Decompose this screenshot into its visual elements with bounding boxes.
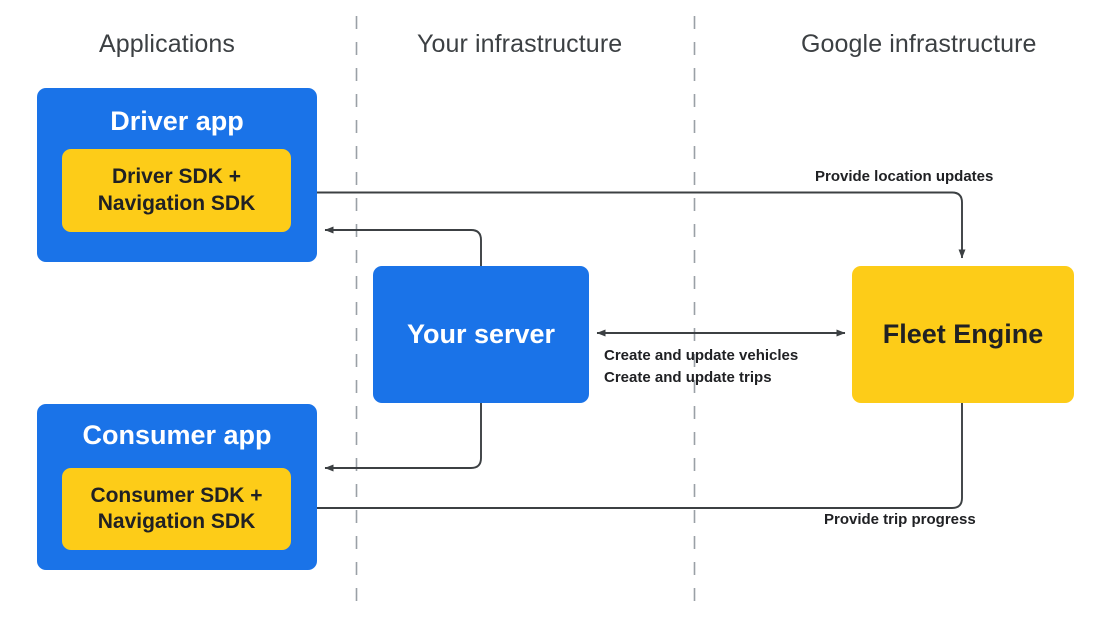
consumer-app-title: Consumer app <box>82 420 272 450</box>
fleet-engine-label: Fleet Engine <box>882 319 1044 349</box>
connector-label-create-update: Create and update vehicles Create and up… <box>604 347 799 386</box>
consumer-sdk-label: Consumer SDK + Navigation SDK <box>90 483 263 533</box>
column-header-your-infrastructure: Your infrastructure <box>417 30 623 58</box>
connector-label-location-updates: Provide location updates <box>815 168 994 185</box>
your-server-label: Your server <box>406 319 556 349</box>
column-header-applications: Applications <box>99 30 236 58</box>
node-driver-sdk[interactable]: Driver SDK + Navigation SDK <box>62 149 291 232</box>
connector-server-to-driver <box>324 226 482 266</box>
connector-server-to-consumer <box>324 403 482 472</box>
node-your-server[interactable]: Your server <box>373 266 589 403</box>
node-fleet-engine[interactable]: Fleet Engine <box>852 266 1074 403</box>
driver-sdk-label: Driver SDK + Navigation SDK <box>97 165 256 215</box>
node-consumer-app[interactable]: Consumer app Consumer SDK + Navigation S… <box>37 404 317 570</box>
node-consumer-sdk[interactable]: Consumer SDK + Navigation SDK <box>62 468 291 550</box>
connector-location-updates <box>295 191 966 259</box>
connector-trip-progress <box>302 403 963 512</box>
driver-app-title: Driver app <box>110 106 244 136</box>
node-driver-app[interactable]: Driver app Driver SDK + Navigation SDK <box>37 88 317 262</box>
connector-label-trip-progress: Provide trip progress <box>824 511 976 528</box>
column-header-google-infrastructure: Google infrastructure <box>801 30 1037 58</box>
